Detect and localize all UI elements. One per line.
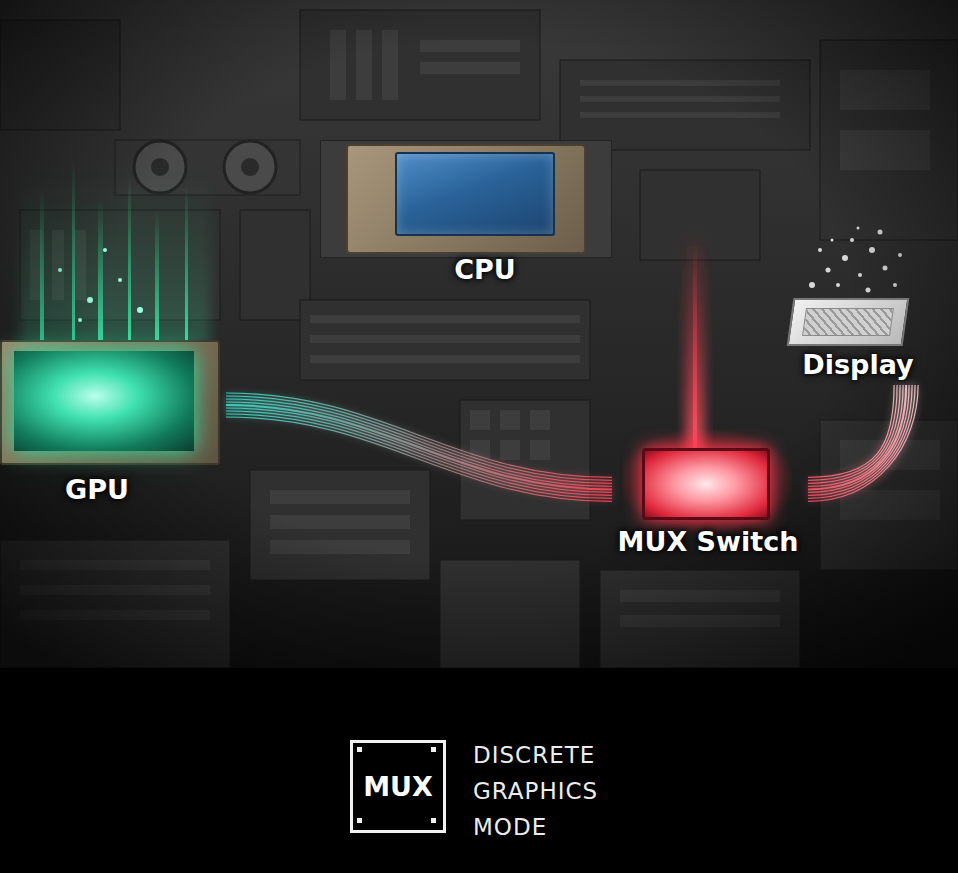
chip-label: CPU [454,254,516,290]
flow-strand [808,385,906,489]
flow-glow [808,385,906,489]
flow-strand [226,411,612,495]
icon-corner-dot [357,818,362,823]
flow-strand [808,385,918,501]
flow-strand [808,385,915,498]
footer-band [0,668,958,873]
chip-node: CPU [318,138,614,290]
vignette [0,0,958,668]
mux-icon-box: MUX [350,740,446,833]
icon-corner-dot [431,747,436,752]
icon-corner-dot [357,747,362,752]
flow-strand [808,385,912,495]
chip-label: MUX Switch [618,526,799,562]
flow-strand [808,385,903,486]
flow-strand [808,385,909,492]
chip-label: Display [802,349,913,385]
chip-node: MUX Switch [612,430,808,562]
icon-corner-dot [431,818,436,823]
chip-node: GPU [0,335,226,510]
chip-label: GPU [65,474,129,510]
mode-caption: DISCRETE GRAPHICS MODE [473,737,623,845]
chip-label: MUX [363,771,433,803]
signal-flow [808,385,918,501]
flow-strand [226,414,612,498]
mux-chip [642,448,770,520]
board-ground [0,0,958,668]
gpu-die [14,351,194,451]
cpu-die [395,152,555,236]
flow-strand [226,417,612,501]
signal-flow [226,393,612,501]
chip-node: Display [782,288,928,385]
display-chip-traces [802,308,894,336]
